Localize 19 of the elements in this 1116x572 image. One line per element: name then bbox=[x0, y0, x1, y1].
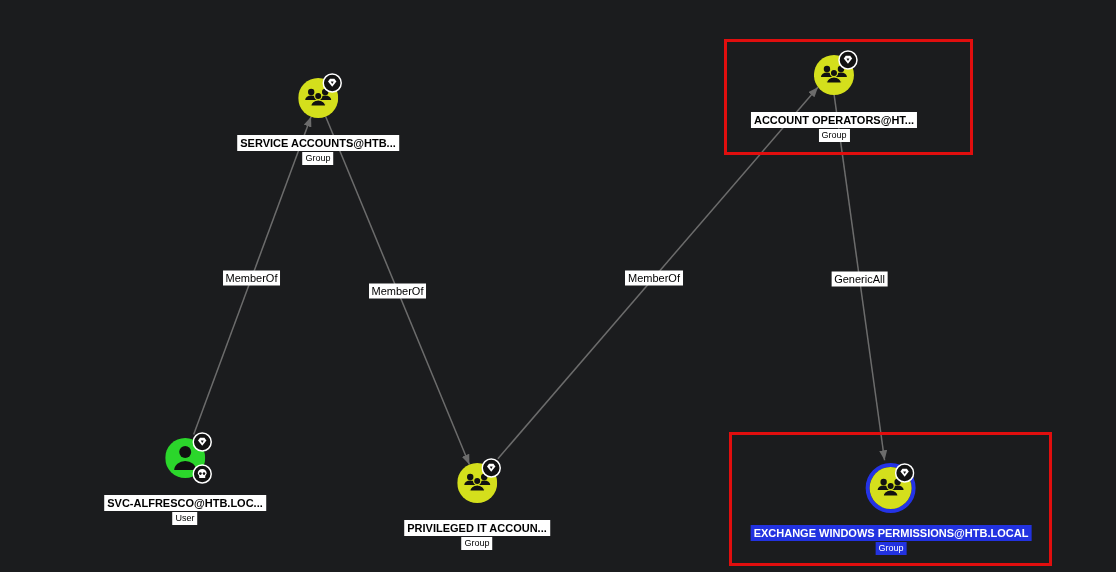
node-type-label: Group bbox=[302, 152, 334, 165]
node-label: SVC-ALFRESCO@HTB.LOC... bbox=[104, 495, 266, 511]
arrow bbox=[497, 86, 819, 460]
highlight-frame bbox=[724, 39, 973, 155]
edge-label: MemberOf bbox=[368, 283, 427, 298]
arrow bbox=[324, 115, 471, 466]
node-type-label: Group bbox=[875, 542, 907, 555]
node-type-label: User bbox=[172, 512, 198, 525]
edge-label: MemberOf bbox=[222, 270, 281, 286]
node-label: SERVICE ACCOUNTS@HTB... bbox=[237, 135, 399, 151]
edge-label: MemberOf bbox=[625, 270, 683, 285]
node-label: EXCHANGE WINDOWS PERMISSIONS@HTB.LOCAL bbox=[750, 525, 1032, 541]
node-type-label: Group bbox=[461, 537, 493, 550]
node-label: ACCOUNT OPERATORS@HT... bbox=[750, 112, 918, 128]
node-label: PRIVILEGED IT ACCOUN... bbox=[404, 520, 550, 536]
node-type-label: Group bbox=[818, 129, 850, 142]
highlight-frame bbox=[729, 432, 1052, 566]
edge-label: GenericAll bbox=[831, 271, 888, 286]
arrow bbox=[192, 116, 312, 436]
